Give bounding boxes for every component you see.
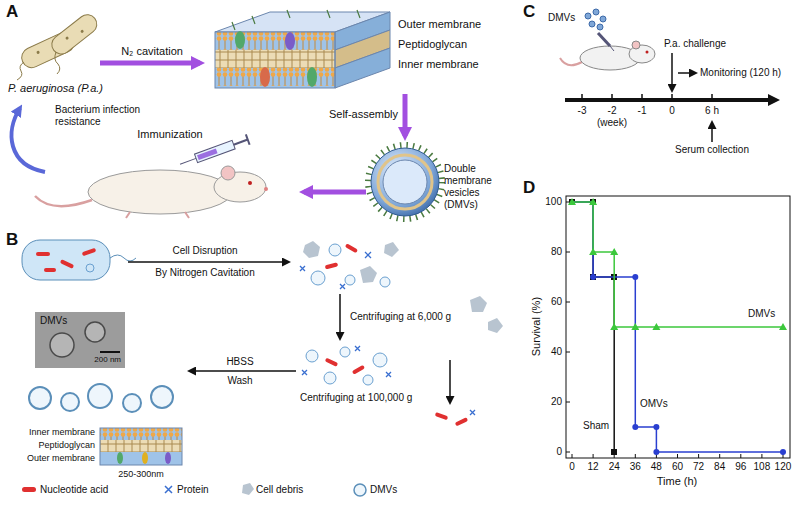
timeline-head [768,94,780,106]
tick-label: 120 [775,461,792,473]
axis-ticks [566,202,783,458]
timeline-ticks [582,94,712,100]
supernatant-cluster [302,346,391,385]
step-label: Cell Disruption [172,245,237,257]
layer-label: Peptidoglycan [398,38,467,51]
panel-letter: D [523,178,535,198]
process-arrow [339,294,341,338]
lysate-cluster [300,241,399,289]
process-arrow [403,94,408,136]
tick-label: 6 h [705,105,719,117]
tick-label: 84 [714,461,725,473]
process-arrow [100,61,200,66]
dmv-row [29,384,173,412]
bacterium-cell [22,240,136,280]
tick-label: 20 [551,396,562,408]
membrane-strip [100,428,182,465]
tick-label: 80 [551,246,562,258]
panel-letter: C [523,2,535,22]
tick-label: -3 [578,105,587,117]
product-label: Double membrane vesicles (DMVs) [444,163,516,211]
legend-text: Cell debris [256,484,303,496]
process-arrow [449,360,451,402]
step-label: HBSS [226,356,253,368]
series-label: Sham [583,420,609,432]
tick-label: 108 [754,461,771,473]
tick-label: 36 [630,461,641,473]
dmv-curve [572,202,783,327]
tick-label: 0 [669,105,675,117]
timeline [565,98,768,102]
layer-label: Outer membrane [398,18,481,31]
step-label: Centrifuging at 100,000 g [300,392,412,404]
legend-text: DMVs [370,484,397,496]
challenge-arrow [671,53,673,90]
serum-arrow [711,123,713,142]
step-label: Wash [227,375,252,387]
omv-markers [590,274,786,455]
tick-label: 100 [545,196,562,208]
monitor-arrow [678,72,695,74]
size-label: 250-300nm [118,469,164,480]
step-label: Immunization [137,128,202,141]
legend-symbols [22,483,366,496]
mouse [35,166,268,218]
membrane-slab [215,10,390,88]
resistance-arrow [12,108,45,172]
tick-label: 12 [588,461,599,473]
tick-label: 48 [651,461,662,473]
tick-label: 96 [735,461,746,473]
process-arrow [304,190,366,195]
tick-label: 0 [556,446,562,458]
step-label: Bacterium infection resistance [55,104,150,128]
event-label: Monitoring (120 h) [700,67,781,79]
scale-label: 200 nm [94,355,121,365]
tick-label: -1 [638,105,647,117]
image-label: DMVs [40,315,67,327]
step-label: Centrifuging at 6,000 g [350,311,451,323]
process-arrow [190,370,296,372]
mouse [560,33,655,70]
vesicle-dots [585,9,606,30]
process-arrow [128,261,288,263]
step-label: By Nitrogen Cavitation [155,267,255,279]
tick-label: -2 [608,105,617,117]
step-label: Self-assembly [329,108,398,121]
tem-image [35,312,125,368]
vaccine-label: DMVs [548,12,575,24]
legend-text: Nucleotide acid [40,484,108,496]
tick-label: 24 [609,461,620,473]
event-label: Serum collection [675,144,749,156]
series-label: DMVs [748,308,775,320]
tick-label: 0 [569,461,575,473]
step-label: N₂ cavitation [121,45,183,58]
tick-label: 60 [551,296,562,308]
dmv-markers [568,198,787,330]
event-label: P.a. challenge [664,38,726,50]
unit-label: (week) [597,117,627,129]
layer-label: Outer membrane [27,453,95,464]
panel-letter: A [6,2,18,22]
tick-label: 40 [551,346,562,358]
panel-letter: B [6,230,18,250]
axis-title: Time (h) [657,475,698,488]
omv-curve [572,202,783,452]
legend-text: Protein [177,484,209,496]
layer-label: Inner membrane [398,58,479,71]
series-label: OMVs [640,398,668,410]
pellet-discard [435,410,475,426]
bacteria [17,11,101,80]
layer-label: Inner membrane [29,427,95,438]
tick-label: 72 [693,461,704,473]
debris-discard [470,296,503,333]
organism-label: P. aeruginosa (P.a.) [8,82,103,95]
axis-title: Survival (%) [530,297,543,356]
plot-frame [566,196,790,458]
layer-label: Peptidoglycan [38,440,95,451]
vesicle-sphere [368,145,442,219]
tick-label: 60 [672,461,683,473]
